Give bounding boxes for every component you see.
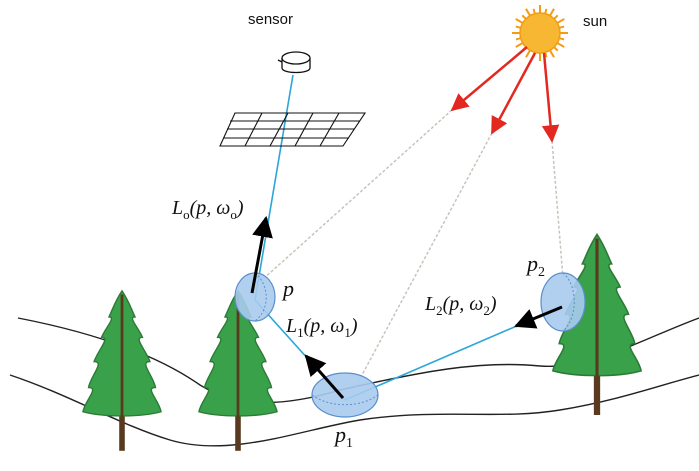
L2-args-sub: 2 xyxy=(483,303,490,318)
point-p-label: p xyxy=(281,276,294,301)
sun-ray xyxy=(515,37,521,41)
L1-base: L xyxy=(285,315,297,337)
L1-close: ) xyxy=(350,315,358,337)
Lo-label: Lo(p, ωo) xyxy=(171,197,244,222)
sun-ray xyxy=(544,8,548,14)
sun-ray xyxy=(556,42,565,48)
dashed-ray-to-p1 xyxy=(354,132,493,389)
sun-ray xyxy=(515,18,524,24)
sun-ray xyxy=(549,49,555,58)
image-grid-icon xyxy=(219,112,367,147)
L1-args: (p, ω xyxy=(304,315,345,337)
sun-ray xyxy=(549,8,555,17)
sensor-camera-icon xyxy=(277,51,311,74)
vector-L2 xyxy=(514,305,563,329)
L2-close: ) xyxy=(489,293,497,315)
L1-label: L1(p, ω1) xyxy=(285,315,358,340)
Lo-args: (p, ω xyxy=(190,197,231,219)
sun-ray-arrow-1 xyxy=(450,46,528,112)
L2-label: L2(p, ω2) xyxy=(424,293,497,318)
Lo-sub: o xyxy=(183,207,190,222)
dashed-ray-to-p xyxy=(261,109,453,281)
surface-patch-p1 xyxy=(311,372,379,418)
sun-ray-arrow-2 xyxy=(490,52,537,135)
sun-ray xyxy=(559,25,565,29)
surface-patch-p2 xyxy=(540,272,586,332)
L1-sub: 1 xyxy=(297,325,304,340)
Lo-args-sub: o xyxy=(230,207,237,222)
L2-args: (p, ω xyxy=(443,293,484,315)
vector-Lo xyxy=(250,215,273,294)
sun-ray xyxy=(515,25,521,29)
sun-ray xyxy=(525,8,531,17)
sun-ray xyxy=(544,52,548,58)
light-path-sensor xyxy=(254,74,294,301)
p2-sub: 2 xyxy=(538,265,545,280)
vector-L1 xyxy=(304,354,345,399)
L2-sub: 2 xyxy=(436,303,443,318)
p1-base: p xyxy=(333,422,346,447)
L1-args-sub: 1 xyxy=(344,325,351,340)
sun-ray xyxy=(521,14,527,20)
L2-base: L xyxy=(424,293,436,315)
p1-sub: 1 xyxy=(346,436,353,451)
sun-ray xyxy=(553,46,559,52)
point-p2-label: p2 xyxy=(525,251,545,280)
sun-ray xyxy=(553,14,559,20)
sun-ray xyxy=(532,8,536,14)
sun-ray xyxy=(515,42,524,48)
sun-ray xyxy=(525,49,531,58)
sun-ray xyxy=(556,18,565,24)
sun-ray-arrow-3 xyxy=(541,52,560,143)
sun-ray xyxy=(559,37,565,41)
Lo-base: L xyxy=(171,197,183,219)
point-p1-label: p1 xyxy=(333,422,353,451)
sun-label: sun xyxy=(583,13,607,30)
p2-base: p xyxy=(525,251,538,276)
sensor-label: sensor xyxy=(248,11,293,28)
Lo-close: ) xyxy=(236,197,244,219)
dashed-ray-to-p2 xyxy=(551,140,564,279)
tree-icon xyxy=(81,289,163,453)
